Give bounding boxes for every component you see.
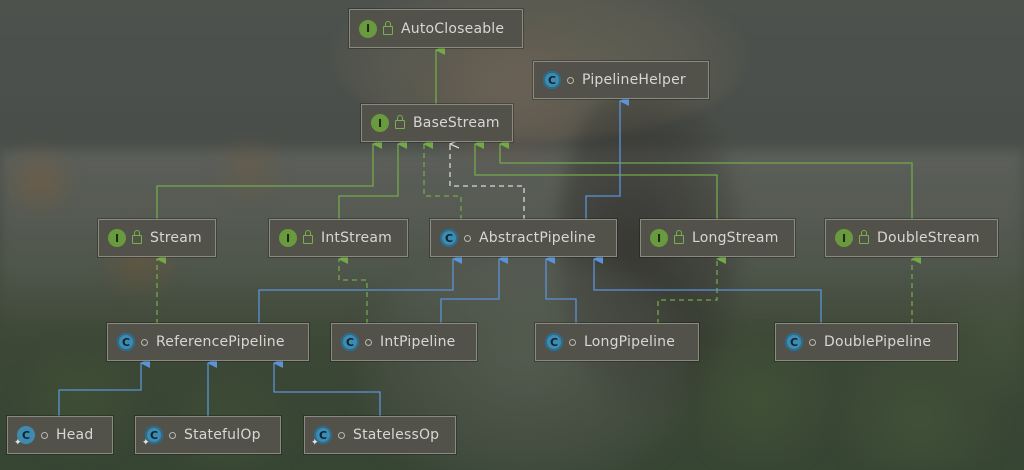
- class-icon: C ✦: [14, 426, 35, 448]
- abstract-class-icon: C: [440, 229, 458, 247]
- abstract-class-icon: C: [341, 333, 359, 351]
- edge-longpipeline-abstractpipeline: [545, 254, 577, 324]
- badge-letter: C: [149, 428, 159, 442]
- interface-icon: I: [650, 229, 668, 247]
- public-lock-icon: [132, 230, 142, 244]
- node-label: AutoCloseable: [401, 20, 505, 37]
- badge-letter: C: [318, 428, 328, 442]
- edge-intpipeline-intstream: [338, 254, 368, 324]
- node-autocloseable[interactable]: I AutoCloseable: [349, 9, 523, 48]
- node-label: Stream: [150, 230, 202, 246]
- edge-abstractpipeline-pipelinehelper: [585, 96, 629, 220]
- package-private-icon: [569, 338, 576, 346]
- node-basestream[interactable]: I BaseStream: [361, 104, 513, 142]
- package-private-icon: [809, 338, 816, 346]
- static-nested-icon: ✦: [311, 438, 319, 448]
- node-label: IntPipeline: [380, 334, 456, 350]
- edge-intstream-basestream: [338, 139, 407, 220]
- node-label: DoublePipeline: [824, 334, 932, 350]
- node-head[interactable]: C ✦ Head: [7, 416, 113, 454]
- node-statefulop[interactable]: C ✦ StatefulOp: [135, 416, 281, 454]
- node-label: LongPipeline: [584, 334, 676, 350]
- edge-stream-basestream: [156, 139, 382, 220]
- node-pipelinehelper[interactable]: C PipelineHelper: [533, 61, 709, 99]
- interface-icon: I: [279, 229, 297, 247]
- node-label: Head: [56, 427, 94, 443]
- package-private-icon: [169, 431, 176, 439]
- interface-icon: I: [835, 229, 853, 247]
- node-label: PipelineHelper: [582, 72, 686, 88]
- public-lock-icon: [395, 115, 405, 129]
- interface-icon: I: [359, 19, 377, 38]
- node-statelessop[interactable]: C ✦ StatelessOp: [304, 416, 456, 454]
- edge-referencepipeline-abstractpipeline: [258, 254, 462, 324]
- package-private-icon: [567, 76, 574, 84]
- interface-icon: I: [371, 114, 389, 132]
- package-private-icon: [338, 431, 345, 439]
- node-doublestream[interactable]: I DoubleStream: [825, 219, 998, 257]
- node-label: DoubleStream: [877, 230, 980, 246]
- edge-abstractpipeline-basestream-green: [423, 139, 462, 220]
- node-label: ReferencePipeline: [156, 334, 285, 350]
- node-intpipeline[interactable]: C IntPipeline: [331, 323, 477, 361]
- edge-abstractpipeline-basestream-white: [450, 144, 525, 220]
- public-lock-icon: [859, 230, 869, 244]
- edge-doublepipeline-abstractpipeline: [593, 254, 822, 324]
- edge-head-referencepipeline: [58, 358, 150, 417]
- node-longstream[interactable]: I LongStream: [640, 219, 795, 257]
- node-label: StatelessOp: [353, 427, 440, 443]
- edge-longpipeline-longstream: [657, 254, 726, 324]
- node-abstractpipeline[interactable]: C AbstractPipeline: [430, 219, 617, 257]
- public-lock-icon: [303, 230, 313, 244]
- abstract-class-icon: C ✦: [311, 426, 332, 448]
- package-private-icon: [41, 431, 48, 439]
- node-label: IntStream: [321, 230, 392, 246]
- node-stream[interactable]: I Stream: [98, 219, 216, 257]
- abstract-class-icon: C: [545, 333, 563, 351]
- static-nested-icon: ✦: [14, 438, 22, 448]
- static-nested-icon: ✦: [142, 438, 150, 448]
- package-private-icon: [141, 338, 148, 346]
- node-referencepipeline[interactable]: C ReferencePipeline: [107, 323, 309, 361]
- node-doublepipeline[interactable]: C DoublePipeline: [775, 323, 958, 361]
- edge-intpipeline-abstractpipeline: [440, 254, 508, 324]
- edge-statelessop-referencepipeline: [273, 358, 381, 417]
- abstract-class-icon: C: [117, 333, 135, 351]
- abstract-class-icon: C: [543, 71, 561, 89]
- node-longpipeline[interactable]: C LongPipeline: [535, 323, 699, 361]
- node-label: LongStream: [692, 230, 779, 246]
- public-lock-icon: [674, 230, 684, 244]
- node-intstream[interactable]: I IntStream: [269, 219, 408, 257]
- package-private-icon: [365, 338, 372, 346]
- abstract-class-icon: C: [785, 333, 803, 351]
- node-label: BaseStream: [413, 115, 500, 131]
- interface-icon: I: [108, 229, 126, 247]
- edge-longstream-basestream: [474, 139, 718, 220]
- node-label: AbstractPipeline: [479, 230, 596, 246]
- abstract-class-icon: C ✦: [142, 426, 163, 448]
- package-private-icon: [464, 234, 471, 242]
- badge-letter: C: [21, 428, 31, 442]
- node-label: StatefulOp: [184, 427, 261, 443]
- edge-doublestream-basestream: [499, 139, 913, 220]
- public-lock-icon: [383, 20, 393, 35]
